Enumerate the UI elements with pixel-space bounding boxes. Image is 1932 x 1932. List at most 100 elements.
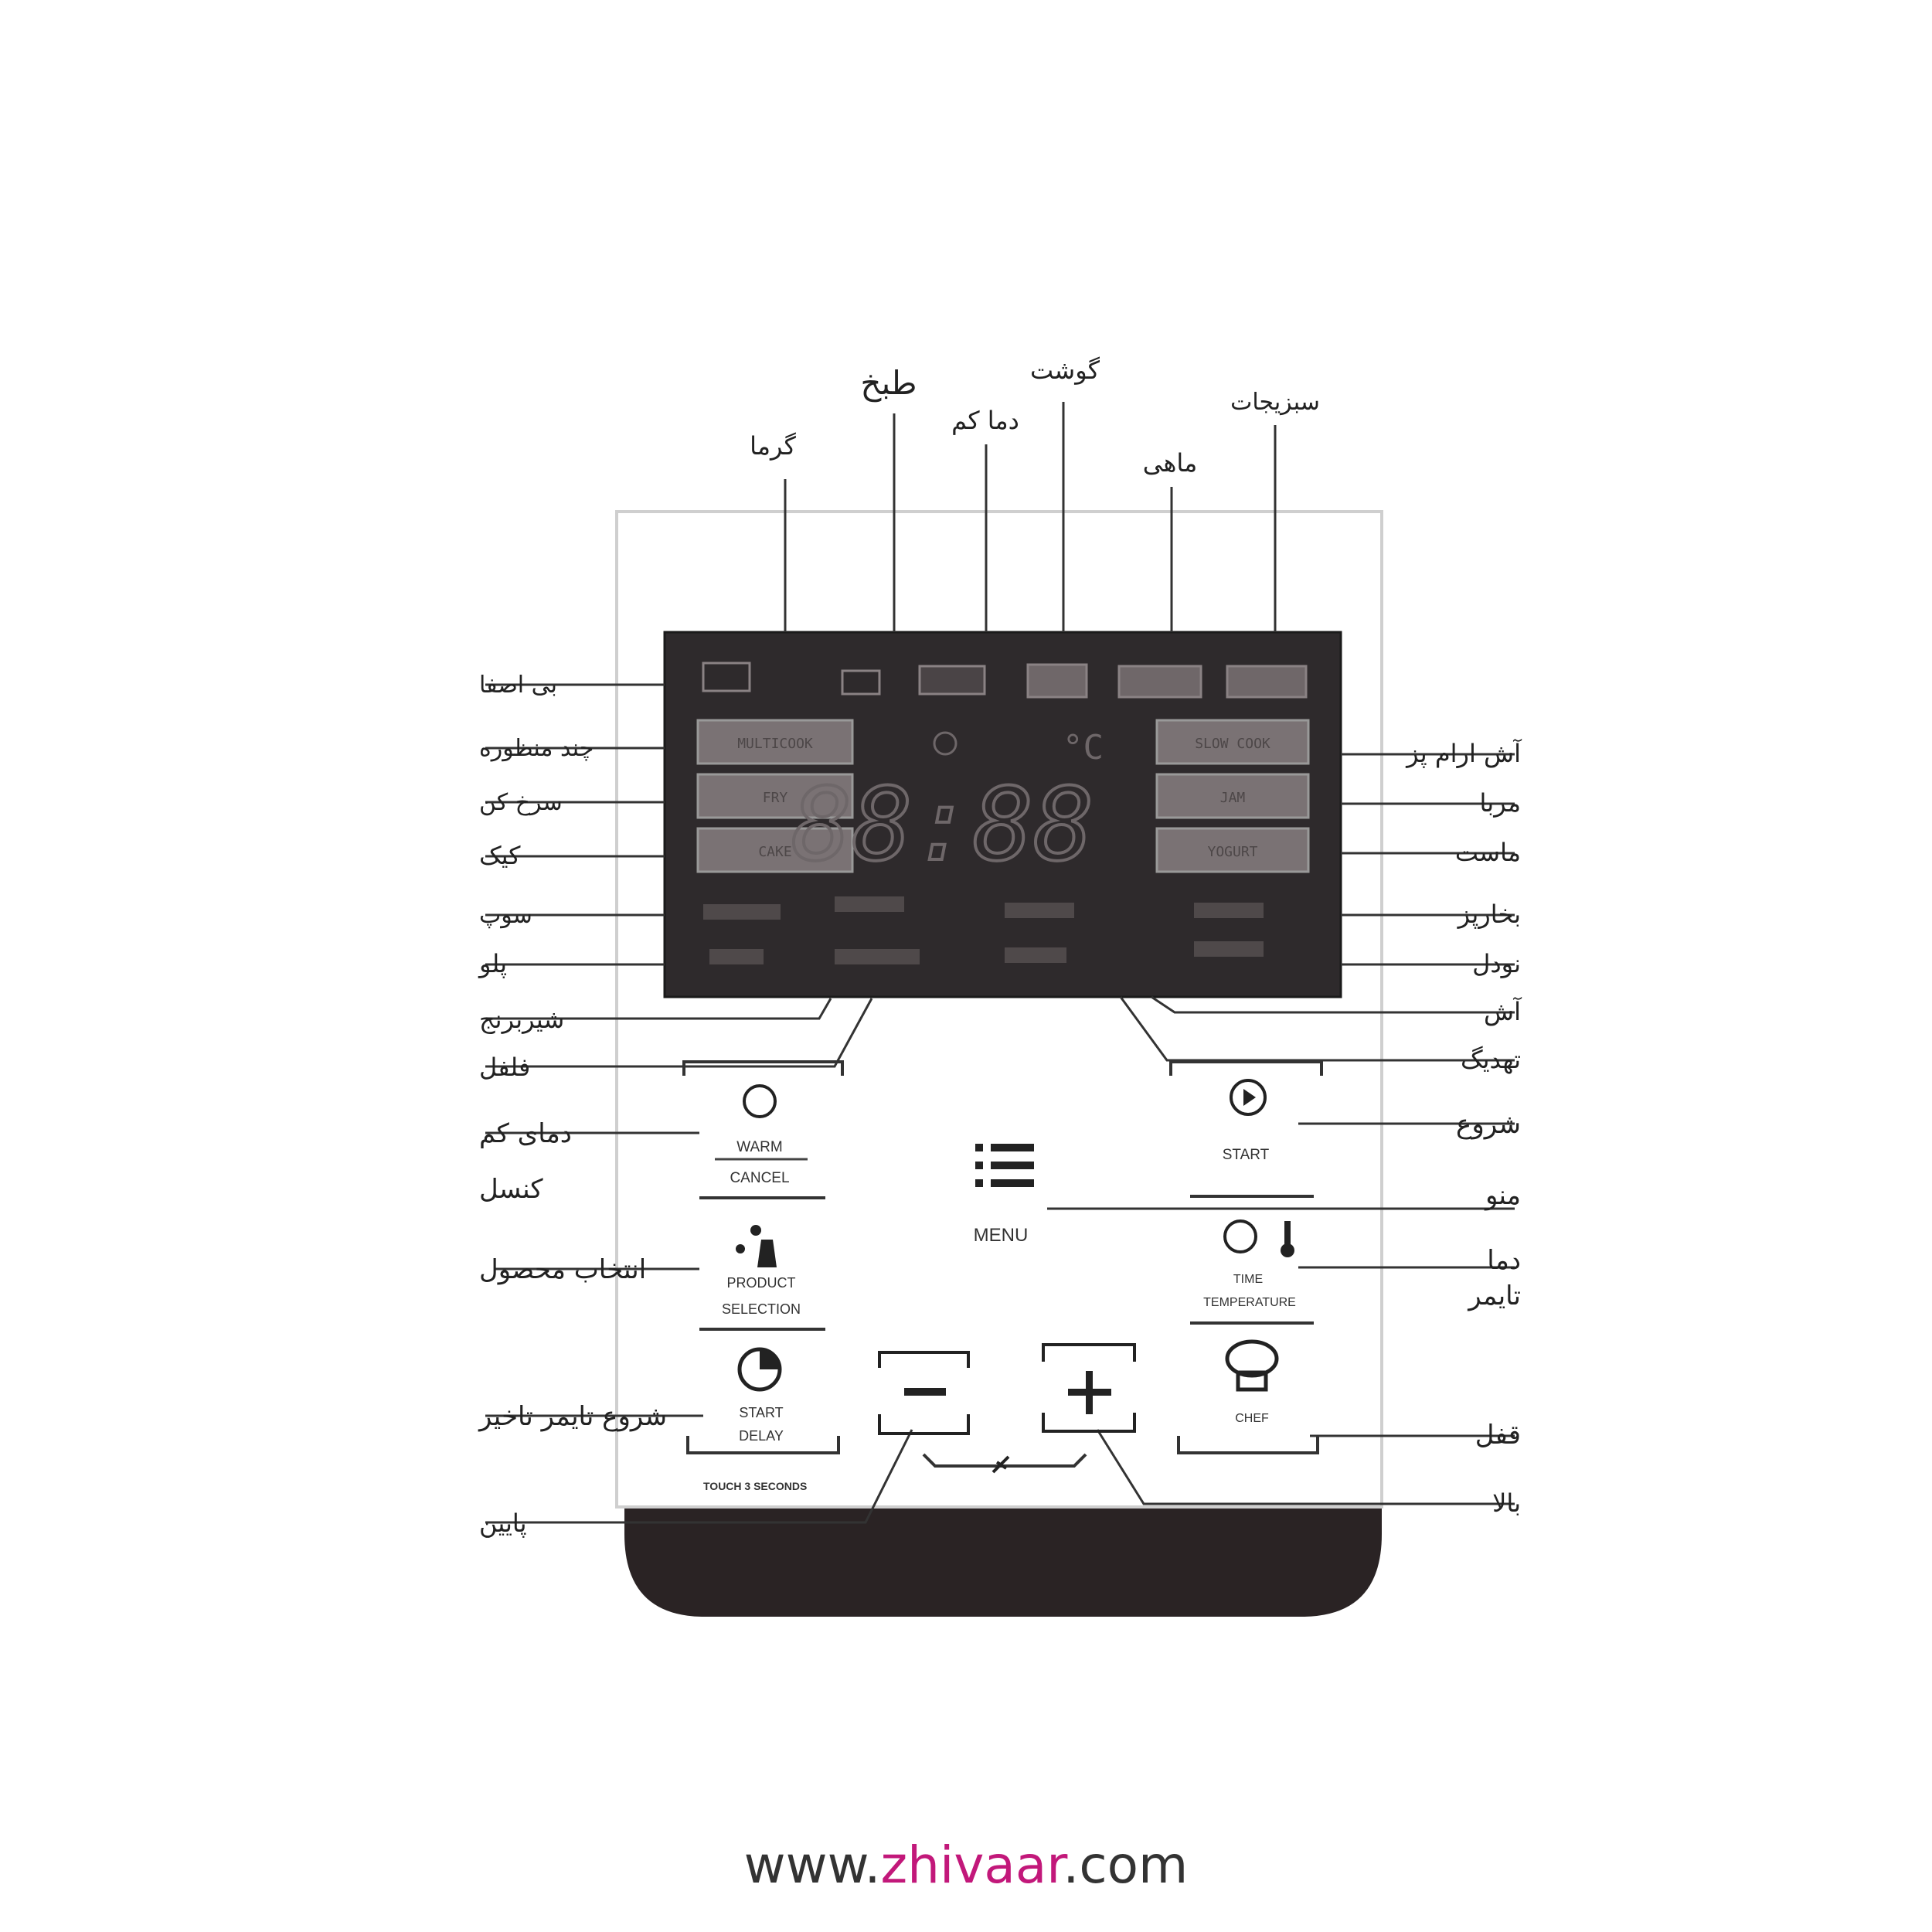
annotation-warm: گرما [750,431,797,461]
annotation-down: پایین [479,1509,527,1538]
footer-url: www.zhivaar.com [744,1835,1189,1895]
lcd-box-yogurt [1155,827,1310,873]
touch-3-seconds-label: TOUCH 3 SECONDS [703,1480,807,1492]
lcd-box-fry [696,773,854,819]
lcd-label-jam: JAM [1220,790,1246,806]
product-selection-button[interactable]: PRODUCT SELECTION [722,1225,801,1317]
annotation-temperature: دما [1487,1245,1521,1276]
annotation-timer: تایمر [1467,1281,1521,1311]
lcd-label-slowcook: SLOW COOK [1195,736,1270,752]
annotation-yogurt: ماست [1455,838,1521,867]
annotation-product-selection: انتخاب محصول [479,1254,646,1285]
temperature-label: TEMPERATURE [1203,1296,1296,1309]
annotation-fry: سرخ کن [479,789,563,816]
time-temperature-button[interactable]: TIME TEMPERATURE [1203,1219,1296,1309]
lcd-icon-fish [1117,665,1202,699]
annotation-start: شروع [1456,1109,1521,1140]
lcd-prog-ash [1005,903,1074,918]
lcd-top-icons [702,662,1308,699]
warm-cancel-button[interactable]: WARM CANCEL [715,1084,808,1186]
lcd-icon-lowtemp [918,665,986,696]
annotation-tahdig: تهدیگ [1461,1045,1521,1074]
plus-icon-v [1086,1371,1093,1414]
start-delay-label-2: DELAY [739,1428,784,1444]
minus-icon [904,1388,946,1396]
lcd-lower-programs [703,896,1264,964]
start-label: START [1223,1147,1270,1163]
chef-hat-band [1236,1370,1268,1392]
annotation-low-temp-button: دمای کم [479,1118,572,1149]
lcd-box-cake [696,827,854,873]
warm-label: WARM [736,1139,782,1155]
lcd-icon-cook [841,669,881,696]
device-base [624,1509,1382,1617]
annotation-start-delay: شروع تایمر تاخیر [478,1401,667,1432]
annotation-meat: گوشت [1030,355,1100,385]
start-button[interactable]: START [1223,1079,1270,1163]
device-body-outline [615,510,1383,1509]
lcd-prog-noodle [1194,941,1264,957]
lock-slash-icon [992,1455,1010,1474]
lcd-prog-ricepudding [835,896,904,912]
thermometer-icon [1284,1221,1291,1247]
play-icon [1243,1089,1256,1106]
annotation-slow-cook: آش ارام پز [1405,738,1522,768]
annotation-multicook: چند منظوره [479,735,594,762]
touch-hand-icon [736,1225,777,1267]
chef-lock-button[interactable]: CHEF [1225,1339,1279,1425]
menu-button[interactable]: MENU [974,1144,1034,1246]
footer-suffix: .com [1063,1835,1188,1895]
menu-label: MENU [974,1225,1029,1246]
annotation-ash: آش [1484,996,1522,1026]
lcd-label-multicook: MULTICOOK [737,736,813,752]
annotation-cancel: کنسل [479,1174,543,1205]
footer-prefix: www. [744,1835,881,1895]
lcd-temp-unit: °C [1063,728,1104,767]
annotation-menu: منو [1484,1180,1521,1211]
lcd-box-slowcook [1155,719,1310,765]
lcd-prog-steam [1194,903,1264,918]
chef-label: CHEF [1235,1412,1269,1425]
lcd-label-yogurt: YOGURT [1207,844,1257,860]
button-brackets [682,1060,1323,1468]
footer-brand: zhivaar [881,1835,1069,1895]
annotation-pepper: فلفل [479,1053,530,1082]
timer-pie-fill [760,1349,780,1369]
lcd-icon-veg [1226,665,1308,699]
time-label: TIME [1233,1273,1263,1286]
lcd-prog-tahdig [1005,947,1066,963]
lcd-prog-soup [703,904,781,920]
leader-lines [485,402,1515,1524]
annotation-jam: مربا [1480,788,1521,818]
annotation-low-temp: دما کم [951,406,1019,435]
lcd-icon-warm [702,662,751,692]
lcd-left-programs: MULTICOOK FRY CAKE [696,719,854,873]
alarm-clock-icon [1223,1219,1257,1253]
annotation-up: بالا [1492,1488,1521,1518]
lcd-right-programs: SLOW COOK JAM YOGURT [1155,719,1310,873]
lcd-prog-rice [709,949,764,964]
annotation-rice: پلو [478,949,507,978]
power-icon [743,1084,777,1118]
lcd-box-jam [1155,773,1310,819]
minus-button[interactable] [878,1351,970,1435]
thermometer-bulb [1281,1243,1294,1257]
cancel-label: CANCEL [730,1170,789,1186]
chef-hat-icon [1225,1339,1279,1378]
annotation-soup: سوپ [479,902,532,929]
annotation-lock: قفل [1475,1420,1521,1451]
annotation-vegetables: سبزیجات [1230,389,1320,416]
start-delay-button[interactable]: START DELAY TOUCH 3 SECONDS [703,1347,807,1492]
lcd-clock-icon [933,731,957,756]
plus-button[interactable] [1042,1343,1136,1433]
annotation-steam: بخارپز [1457,900,1521,929]
lcd-icon-meat [1026,663,1088,699]
product-label-2: SELECTION [722,1301,801,1317]
annotation-cook: طبخ [860,364,917,403]
annotation-cake: کیک [479,841,521,870]
lcd-label-fry: FRY [763,790,788,806]
annotation-bi-asfa: بی اصفا [479,672,557,699]
lcd-box-multicook [696,719,854,765]
